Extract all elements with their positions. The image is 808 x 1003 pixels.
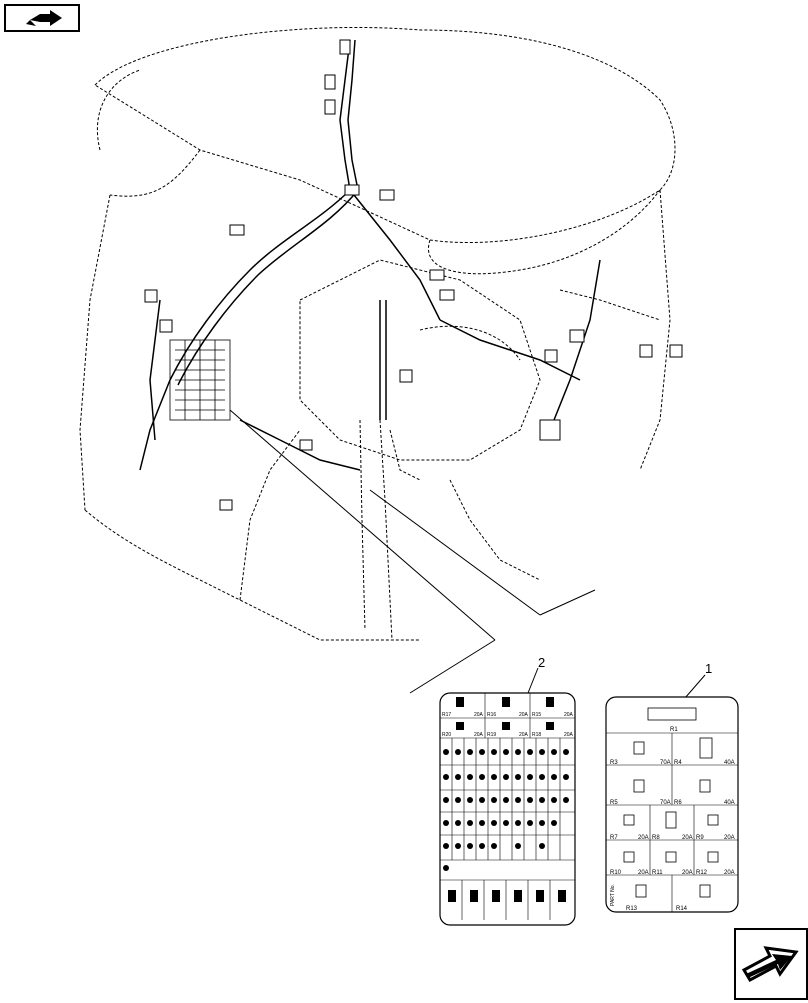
p2-relay-r16: R16 <box>487 712 496 718</box>
leader-lines <box>229 409 706 699</box>
p1-amp-r5: 70A <box>660 800 671 806</box>
callout-1: 1 <box>705 661 712 676</box>
p1-relay-r3: R3 <box>610 760 618 766</box>
p1-amp-r9: 20A <box>724 835 735 841</box>
return-arrow-icon <box>26 10 62 26</box>
fuse-block <box>169 339 231 421</box>
p1-relay-r14: R14 <box>676 906 688 912</box>
p1-relay-r10: R10 <box>610 870 622 876</box>
p2-relay-r19: R19 <box>487 732 496 738</box>
p1-relay-r13: R13 <box>626 906 638 912</box>
p1-amp-r7: 20A <box>638 835 649 841</box>
p1-relay-r8: R8 <box>652 835 660 841</box>
p2-fuse-symbols <box>443 749 569 902</box>
p2-relay-r20: R20 <box>442 732 451 738</box>
p1-part-label: PART No. <box>610 884 616 906</box>
p1-amp-r10: 20A <box>638 870 649 876</box>
p2-amp-r19: 20A <box>519 732 529 738</box>
p2-relay-r15: R15 <box>532 712 541 718</box>
connectors <box>144 39 683 511</box>
p2-relay-r17: R17 <box>442 712 451 718</box>
nav-back-button[interactable] <box>4 4 80 32</box>
p1-relay-r7: R7 <box>610 835 618 841</box>
p2-amp-r17: 20A <box>474 712 484 718</box>
p2-amp-r15: 20A <box>564 712 574 718</box>
wiring-harness <box>139 39 601 471</box>
p2-amp-r16: 20A <box>519 712 529 718</box>
p2-amp-r20: 20A <box>474 732 484 738</box>
cab-body <box>79 189 671 641</box>
p1-relay-r1: R1 <box>670 727 678 733</box>
p1-relay-r4: R4 <box>674 760 682 766</box>
fuse-relay-panel-1: R1 R3 70A R4 40A R5 70A R6 40A R7 20A R8… <box>605 696 739 913</box>
p1-amp-r6: 40A <box>724 800 735 806</box>
p1-relay-r11: R11 <box>652 870 663 876</box>
p2-relay-r18: R18 <box>532 732 541 738</box>
p1-amp-r8: 20A <box>682 835 693 841</box>
nav-next-button[interactable] <box>734 928 808 1000</box>
p1-amp-r12: 20A <box>724 870 735 876</box>
fuse-panel-2: R17 20A R16 20A R15 20A R20 20A R19 20A … <box>439 692 576 926</box>
p1-amp-r11: 20A <box>682 870 693 876</box>
p1-amp-r4: 40A <box>724 760 735 766</box>
p1-relay-r5: R5 <box>610 800 618 806</box>
p1-relay-r12: R12 <box>696 870 708 876</box>
callout-2: 2 <box>538 655 545 670</box>
next-page-arrow-icon <box>741 946 799 982</box>
p1-relay-r9: R9 <box>696 835 704 841</box>
p1-relay-r6: R6 <box>674 800 682 806</box>
cab-roof <box>94 26 676 275</box>
p1-amp-r3: 70A <box>660 760 671 766</box>
p2-amp-r18: 20A <box>564 732 574 738</box>
